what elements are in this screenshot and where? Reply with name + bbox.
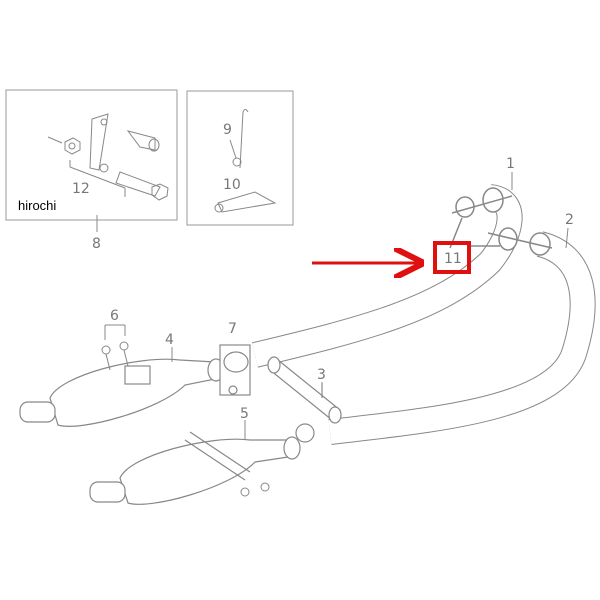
watermark-text: hirochi [18,198,56,213]
callout-4: 4 [165,332,174,348]
callout-3: 3 [317,367,326,383]
muffler-4 [19,358,225,427]
callout-6: 6 [110,308,119,324]
inset-box-footrest [5,89,178,221]
callout-11: 11 [444,251,462,267]
highlight-box [433,241,471,274]
spring-icon [214,109,277,213]
callout-8: 8 [92,236,101,252]
callout-1: 1 [506,156,515,172]
callout-9: 9 [223,122,232,138]
clamp-7 [219,344,315,443]
callout-12: 12 [72,181,90,197]
callout-2: 2 [565,212,574,228]
muffler-5 [89,431,301,505]
bolts-6 [101,324,270,497]
callout-7: 7 [228,321,237,337]
callout-5: 5 [240,406,249,422]
joint-pipe-3 [267,356,342,424]
callout-10: 10 [223,177,241,193]
exhaust-pipe-2 [328,231,596,445]
leader-lines [171,172,569,440]
exhaust-pipe-1 [251,184,523,368]
inset-box-spring [186,90,294,226]
gaskets-icon [449,187,553,256]
bracket-icon [47,113,169,232]
